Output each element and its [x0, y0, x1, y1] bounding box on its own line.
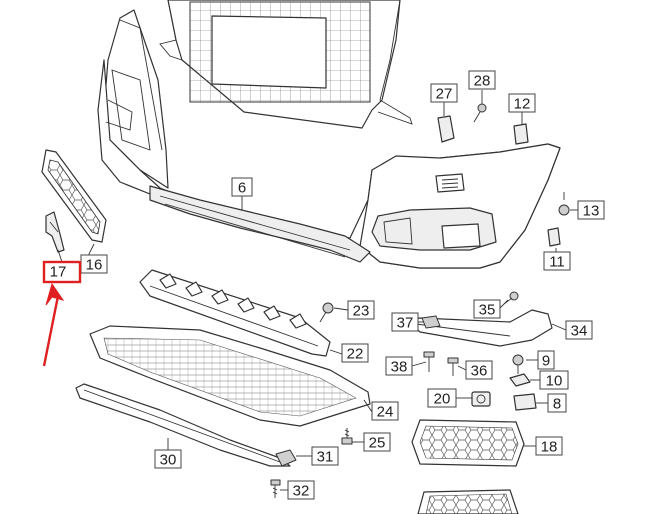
clip-part-31 [275, 449, 297, 467]
spoiler-part-30 [75, 383, 291, 467]
bracket-part-11 [547, 227, 561, 247]
bracket-part-27 [437, 115, 455, 143]
label-9: 9 [537, 350, 555, 370]
svg-text:20: 20 [434, 391, 451, 408]
svg-text:35: 35 [479, 302, 496, 319]
label-17-highlighted: 17 [42, 260, 82, 284]
label-13: 13 [577, 200, 605, 220]
label-30: 30 [154, 449, 182, 469]
svg-text:27: 27 [436, 86, 453, 103]
label-37: 37 [391, 312, 419, 332]
screw-part-36 [447, 357, 459, 376]
label-6: 6 [231, 177, 253, 197]
svg-text:22: 22 [347, 346, 364, 363]
highlight-arrow [42, 282, 65, 367]
screw-part-38 [423, 351, 435, 372]
label-23: 23 [347, 300, 375, 320]
label-36: 36 [465, 360, 493, 380]
label-28: 28 [468, 70, 496, 90]
svg-text:13: 13 [583, 203, 600, 220]
svg-text:9: 9 [542, 353, 550, 370]
underbody-panel-part-24 [89, 325, 371, 427]
screw-part-32 [270, 479, 281, 498]
clip-part-37 [421, 315, 441, 329]
label-20: 20 [427, 388, 457, 408]
svg-text:11: 11 [549, 254, 565, 271]
cover-part-8 [513, 393, 537, 411]
svg-text:23: 23 [353, 303, 370, 320]
svg-text:30: 30 [160, 452, 177, 469]
screw-part-9 [512, 354, 524, 374]
label-24: 24 [371, 401, 399, 421]
upper-grille [159, 0, 413, 129]
bolt-part-25 [341, 428, 353, 445]
label-16: 16 [80, 254, 108, 274]
bracket-part-12 [513, 123, 529, 145]
label-35: 35 [473, 299, 501, 319]
svg-text:8: 8 [553, 396, 561, 413]
label-27: 27 [430, 83, 458, 103]
svg-text:25: 25 [369, 435, 386, 452]
lower-grille-partial [417, 489, 519, 514]
label-38: 38 [385, 356, 413, 376]
screw-part-13 [558, 192, 570, 216]
svg-text:28: 28 [474, 73, 491, 90]
bracket-part-17 [45, 211, 65, 253]
right-grille-part-18 [411, 419, 525, 467]
svg-text:18: 18 [541, 439, 558, 456]
svg-text:17: 17 [50, 264, 67, 281]
svg-text:36: 36 [471, 363, 488, 380]
label-10: 10 [539, 370, 569, 390]
svg-text:32: 32 [293, 483, 310, 500]
part-20 [471, 391, 491, 407]
label-32: 32 [287, 480, 315, 500]
leader-lines [57, 90, 578, 491]
screw-part-23 [319, 302, 334, 323]
label-18: 18 [535, 436, 563, 456]
label-34: 34 [565, 320, 593, 340]
svg-text:34: 34 [571, 323, 588, 340]
part-10 [509, 373, 531, 387]
label-31: 31 [311, 446, 339, 466]
label-25: 25 [363, 432, 391, 452]
label-11: 11 [543, 251, 571, 271]
left-grille-part-16 [41, 149, 107, 243]
screw-part-28 [473, 103, 487, 123]
svg-text:24: 24 [377, 404, 394, 421]
svg-text:10: 10 [546, 373, 563, 390]
svg-text:16: 16 [86, 257, 103, 274]
trim-part-34 [405, 309, 553, 347]
rail-part-22 [139, 269, 331, 357]
svg-text:12: 12 [514, 96, 531, 113]
bumper-cover-part-6 [97, 9, 561, 269]
label-12: 12 [508, 93, 536, 113]
svg-text:38: 38 [391, 359, 408, 376]
label-22: 22 [341, 343, 369, 363]
svg-text:31: 31 [317, 449, 334, 466]
svg-text:37: 37 [397, 315, 414, 332]
svg-text:6: 6 [238, 180, 246, 197]
label-8: 8 [547, 393, 567, 413]
